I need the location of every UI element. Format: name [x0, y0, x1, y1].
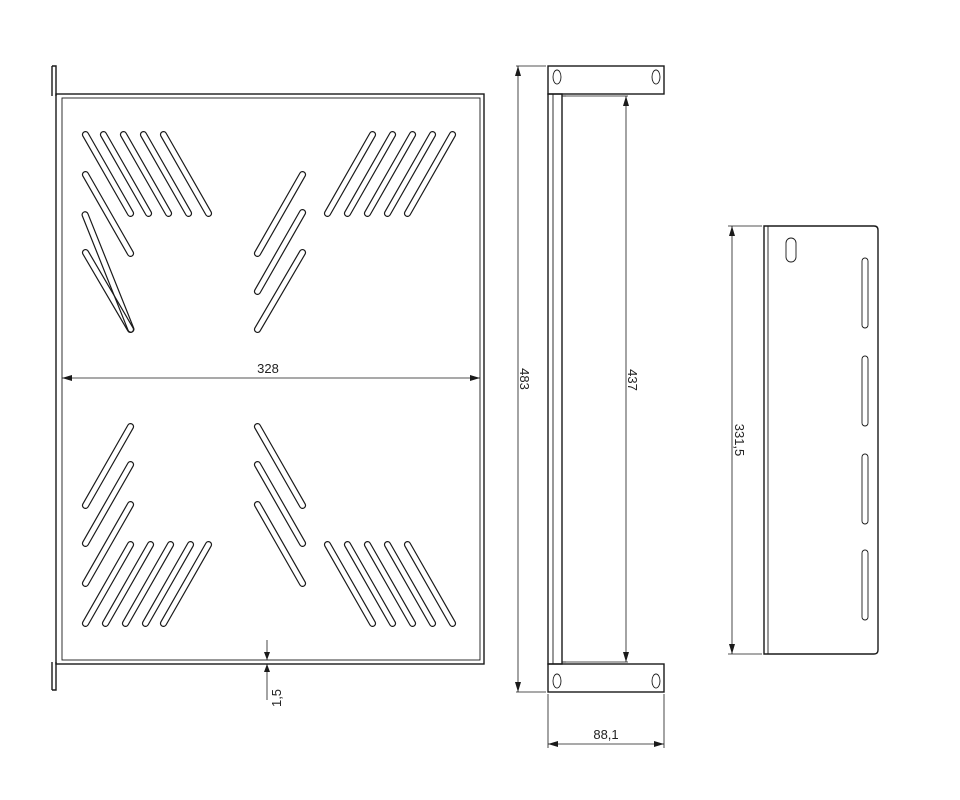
shelf-plate-inner-edge	[61, 97, 481, 661]
top-mounting-ear	[547, 65, 665, 95]
vent-slot	[253, 209, 307, 295]
vent-slot	[81, 248, 135, 334]
dimension-label-88-1: 88,1	[593, 727, 618, 742]
vent-slot	[253, 461, 307, 547]
vent-slot	[253, 501, 307, 587]
vent-slot	[81, 423, 135, 509]
shelf-top-view: 328 1,5	[51, 65, 485, 707]
vent-slot	[101, 541, 155, 627]
front-plate-edge	[547, 93, 563, 665]
vent-slot	[159, 541, 213, 627]
top-right-mount-hole	[651, 69, 661, 85]
vent-slot	[81, 131, 135, 217]
vent-slot	[81, 461, 135, 547]
shelf-plate-outline	[55, 93, 485, 665]
vent-slot	[343, 131, 397, 217]
vent-slot	[323, 541, 377, 627]
left-rack-ear	[51, 65, 57, 691]
dimension-label-483: 483	[517, 368, 532, 390]
vent-slots	[81, 131, 457, 627]
dimension-437: 437	[566, 95, 640, 663]
side-slot-1	[861, 257, 869, 329]
bottom-right-mount-hole	[651, 673, 661, 689]
vent-slot	[99, 131, 153, 217]
vent-slot	[403, 541, 457, 627]
vent-slot	[383, 131, 437, 217]
dimension-88-1: 88,1	[547, 694, 665, 748]
side-slot-2	[861, 355, 869, 427]
vent-slot	[139, 131, 193, 217]
vent-slot	[81, 171, 135, 257]
side-bracket-outline	[763, 225, 879, 655]
dimension-label-328: 328	[257, 361, 279, 376]
side-top-hole	[785, 237, 797, 263]
vent-slot	[323, 131, 377, 217]
vent-slot	[81, 541, 135, 627]
side-slot-3	[861, 453, 869, 525]
vent-slot	[81, 501, 135, 587]
dimension-483: 483	[515, 65, 546, 693]
vent-slot	[363, 541, 417, 627]
vent-slot	[81, 211, 135, 333]
shelf-side-view: 331,5	[728, 225, 879, 655]
shelf-front-view: 483 437 88,1	[515, 65, 665, 748]
dimension-331-5: 331,5	[728, 225, 762, 655]
dimension-328: 328	[62, 361, 480, 381]
vent-slot	[383, 541, 437, 627]
dimension-label-331-5: 331,5	[732, 424, 747, 457]
vent-slot	[159, 131, 213, 217]
dimension-label-437: 437	[625, 369, 640, 391]
vent-slot	[141, 541, 195, 627]
vent-slot	[121, 541, 175, 627]
dimension-label-thickness: 1,5	[269, 689, 284, 707]
vent-slot	[363, 131, 417, 217]
top-left-mount-hole	[552, 69, 562, 85]
bottom-mounting-ear	[547, 663, 665, 693]
dimension-thickness: 1,5	[264, 640, 284, 707]
vent-slot	[343, 541, 397, 627]
vent-slot	[403, 131, 457, 217]
vent-slot	[253, 248, 307, 334]
vent-slot	[253, 423, 307, 509]
vent-slot	[119, 131, 173, 217]
bottom-left-mount-hole	[552, 673, 562, 689]
side-slot-4	[861, 549, 869, 621]
vent-slot	[253, 171, 307, 257]
